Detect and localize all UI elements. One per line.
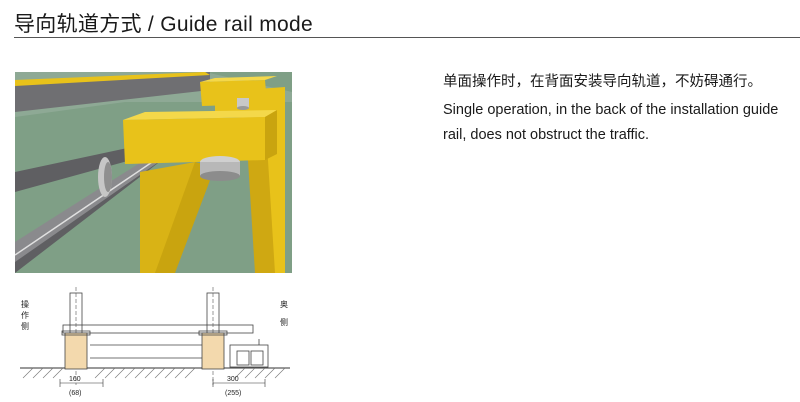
guide-rail-rendering [15, 72, 292, 273]
operation-side-label-2: 作 [21, 310, 29, 320]
operation-side-label-1: 操 [21, 299, 29, 309]
dim-left-main: 160 [69, 376, 81, 383]
operation-side-label-3: 侧 [21, 321, 29, 331]
title-divider [14, 37, 800, 38]
guide-rail-section-diagram: 160 (68) 300 (255) 操 作 侧 奥 侧 [20, 287, 290, 397]
description-block: 单面操作时，在背面安装导向轨道，不妨碍通行。 Single operation,… [443, 72, 788, 148]
back-side-label-1: 奥 [280, 299, 288, 309]
description-english: Single operation, in the back of the ins… [443, 102, 779, 143]
description-chinese: 单面操作时，在背面安装导向轨道，不妨碍通行。 [443, 74, 762, 90]
page-title: 导向轨道方式 / Guide rail mode [14, 13, 313, 36]
back-side-label-2: 侧 [280, 317, 288, 327]
dim-right-main: 300 [227, 376, 239, 383]
dim-left-sub: (68) [69, 390, 81, 397]
dim-right-sub: (255) [225, 390, 241, 397]
